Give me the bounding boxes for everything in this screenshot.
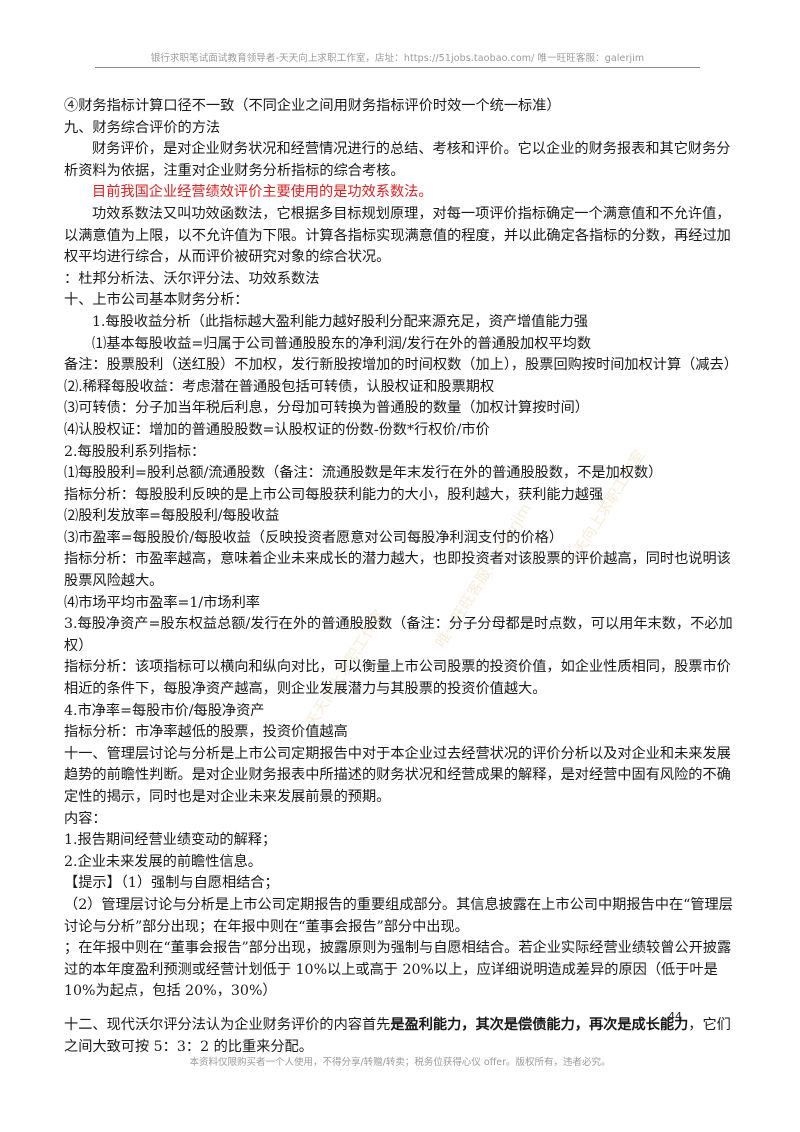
highlighted-paragraph: 目前我国企业经营绩效评价主要使用的是功效系数法。	[92, 184, 433, 201]
document-body: ④财务指标计算口径不一致（不同企业之间用财务指标评价时效一个统一标准） 九、财务…	[64, 96, 744, 1058]
header-rule	[95, 67, 700, 68]
paragraph: 2.每股股利系列指标：	[64, 443, 206, 460]
paragraph: 指标分析：每股股利反映的是上市公司每股获利能力的大小，股利越大，获利能力越强	[64, 486, 604, 503]
paragraph: 3.每股净资产=股东权益总额/发行在外的普通股股数（备注：分子分母都是时点数，可…	[64, 616, 733, 654]
paragraph: ⑵股利发放率=每股股利/每股收益	[64, 508, 280, 525]
paragraph: 功效系数法又叫功效函数法，它根据多目标规划原理，对每一项评价指标确定一个满意值和…	[64, 205, 731, 266]
list-item: 1.报告期间经营业绩变动的解释；	[64, 832, 277, 849]
paragraph: ④财务指标计算口径不一致（不同企业之间用财务指标评价时效一个统一标准）	[64, 98, 561, 114]
paragraph: ⑴基本每股收益=归属于公司普通股股东的净利润/发行在外的普通股加权平均数	[92, 335, 592, 352]
section-heading: 十一、管理层讨论与分析是上市公司定期报告中对于本企业过去经营状况的评价分析以及对…	[64, 745, 731, 805]
paragraph: 指标分析：该项指标可以横向和纵向对比，可以衡量上市公司股票的投资价值，如企业性质…	[64, 659, 731, 698]
page-footer: 本资料仅限购买者一个人使用，不得分享/转赠/转卖；税务位获得心仪 offer。版…	[189, 1057, 611, 1068]
page-header: 银行求职笔试面试教育领导者-天天向上求职工作室，店址：https://51job…	[150, 53, 645, 64]
paragraph: 财务评价，是对企业财务状况和经营情况进行的总结、考核和评价。它以企业的财务报表和…	[64, 141, 731, 179]
paragraph: ⑵.稀释每股收益：考虑潜在普通股包括可转债，认股权证和股票期权	[64, 378, 495, 395]
paragraph: （2）管理层讨论与分析是上市公司定期报告的重要组成部分。其信息披露在上市公司中期…	[64, 896, 733, 935]
paragraph: 指标分析：市盈率越高，意味着企业未来成长的潜力越大，也即投资者对该股票的评价越高…	[64, 551, 731, 590]
list-item: 2.企业未来发展的前瞻性信息。	[64, 853, 262, 870]
paragraph: ⑶市盈率=每股股价/每股收益（反映投资者愿意对公司每股净利润支付的价格）	[64, 529, 564, 546]
paragraph: 内容：	[64, 810, 107, 827]
section-heading: 十、上市公司基本财务分析：	[64, 292, 249, 309]
text-run: ，它们之间大致可按 5：3：2 的比重来分配。	[64, 1016, 731, 1055]
paragraph: 备注：股票股利（送红股）不加权，发行新股按增加的时间权数（加上），股票回购按时间…	[64, 357, 738, 374]
text-run: 十二、现代沃尔评分法认为企业财务评价的内容首先	[64, 1016, 391, 1033]
paragraph: 指标分析：市净率越低的股票，投资价值越高	[64, 724, 348, 741]
paragraph: ⑷市场平均市盈率=1/市场利率	[64, 594, 260, 611]
paragraph: ：杜邦分析法、沃尔评分法、功效系数法	[64, 270, 320, 287]
paragraph: 1.每股收益分析（此指标越大盈利能力越好股利分配来源充足，资产增值能力强	[92, 313, 588, 330]
section-heading: 十二、现代沃尔评分法认为企业财务评价的内容首先是盈利能力，其次是偿债能力，再次是…	[64, 1015, 744, 1058]
paragraph: ⑷认股权证：增加的普通股股数=认股权证的份数-份数*行权价/市价	[64, 421, 490, 438]
paragraph: ⑶可转债：分子加当年税后利息，分母加可转换为普通股的数量（加权计算按时间）	[64, 400, 589, 417]
section-heading: 九、财务综合评价的方法	[64, 119, 221, 136]
paragraph: 【提示】（1）强制与自愿相结合；	[64, 875, 279, 892]
paragraph: 4.市净率=每股市价/每股净资产	[64, 702, 265, 719]
page-number: 44	[668, 1010, 682, 1023]
paragraph: ；在年报中则在“董事会报告”部分出现，披露原则为强制与自愿相结合。若企业实际经营…	[64, 940, 732, 1000]
bold-text-run: 是盈利能力，其次是偿债能力，再次是成长能力	[390, 1016, 689, 1033]
paragraph: ⑴每股股利=股利总额/流通股数（备注：流通股数是年末发行在外的普通股股数，不是加…	[64, 465, 663, 482]
spacer	[64, 1003, 744, 1015]
